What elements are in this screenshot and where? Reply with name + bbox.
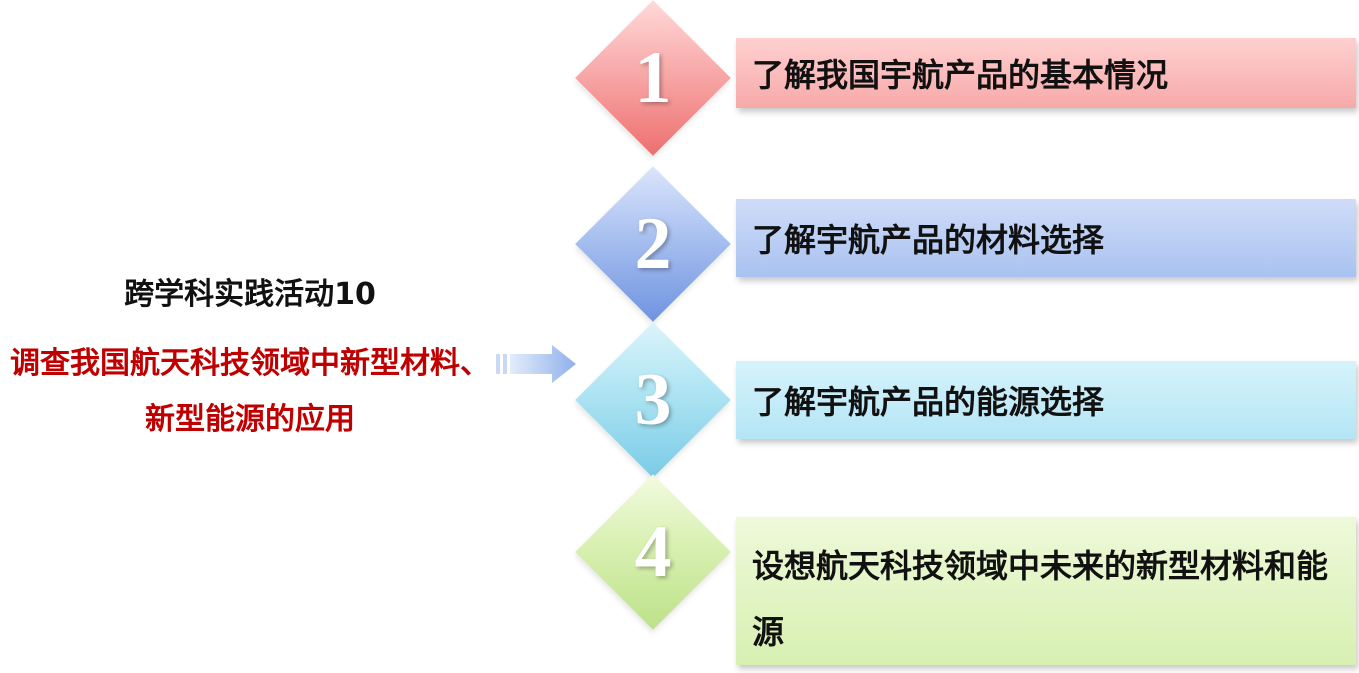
step-4-bar: 设想航天科技领域中未来的新型材料和能源 bbox=[736, 517, 1356, 665]
step-2-number: 2 bbox=[634, 203, 672, 285]
step-1-bar: 了解我国宇航产品的基本情况 bbox=[736, 38, 1356, 108]
step-2-bar: 了解宇航产品的材料选择 bbox=[736, 199, 1356, 277]
step-3-bar: 了解宇航产品的能源选择 bbox=[736, 361, 1356, 439]
step-4-label: 设想航天科技领域中未来的新型材料和能源 bbox=[752, 547, 1329, 651]
step-1-label: 了解我国宇航产品的基本情况 bbox=[752, 56, 1169, 94]
step-3-number: 3 bbox=[634, 359, 672, 441]
arrow-right-icon bbox=[496, 345, 576, 383]
step-4-number: 4 bbox=[634, 511, 672, 593]
left-subtitle: 调查我国航天科技领域中新型材料、新型能源的应用 bbox=[10, 346, 490, 437]
step-2-label: 了解宇航产品的材料选择 bbox=[752, 221, 1105, 259]
left-title: 跨学科实践活动10 bbox=[124, 277, 376, 312]
step-3-label: 了解宇航产品的能源选择 bbox=[752, 383, 1105, 421]
step-1-number: 1 bbox=[634, 37, 672, 119]
